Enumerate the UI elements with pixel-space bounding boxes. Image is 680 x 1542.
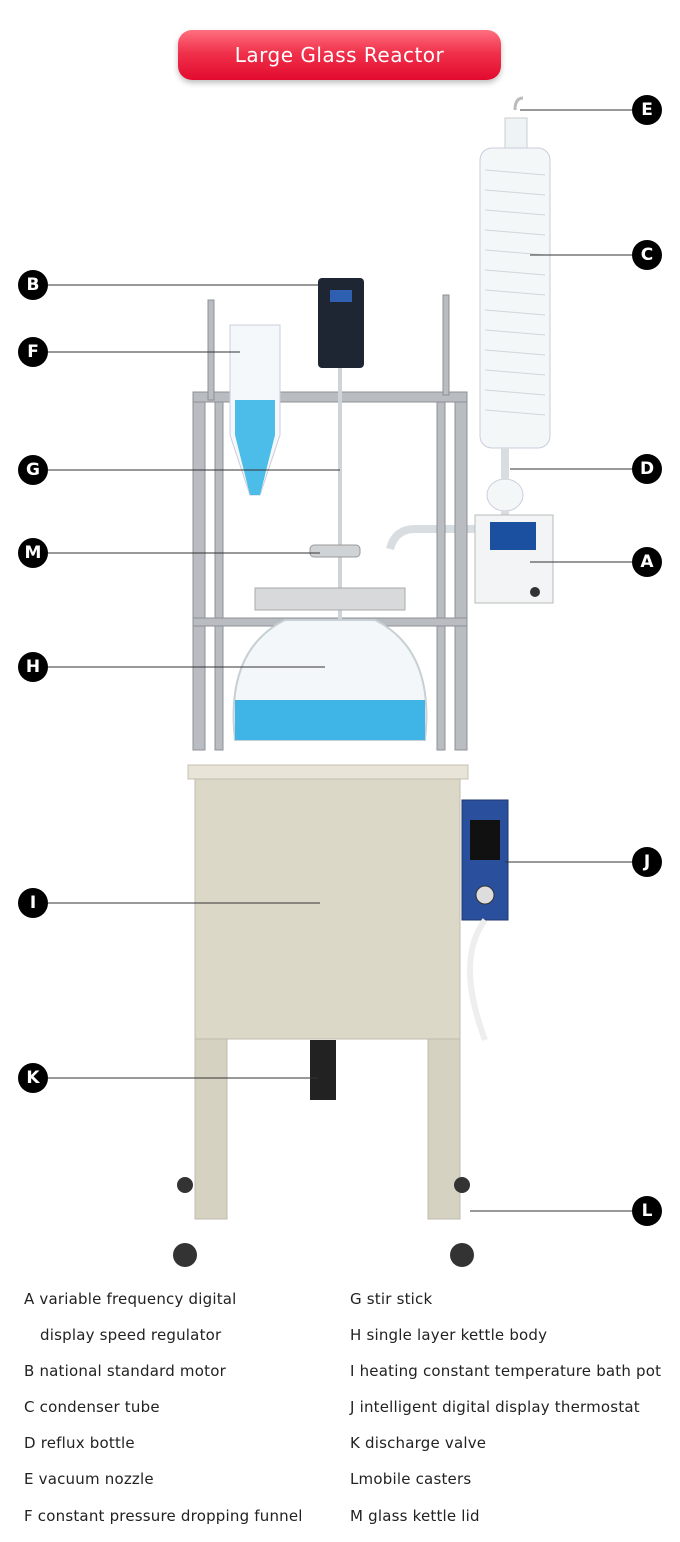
callout-d: D	[632, 454, 662, 484]
callout-m: M	[18, 538, 48, 568]
legend-item: D reflux bottle	[24, 1434, 135, 1452]
legend-item: M glass kettle lid	[350, 1507, 480, 1525]
legend-item: Lmobile casters	[350, 1470, 472, 1488]
callout-h: H	[18, 652, 48, 682]
callout-e: E	[632, 95, 662, 125]
callout-k: K	[18, 1063, 48, 1093]
legend-item: display speed regulator	[40, 1326, 222, 1344]
callout-i: I	[18, 888, 48, 918]
legend-item: G stir stick	[350, 1290, 433, 1308]
reactor-illustration	[48, 96, 632, 1267]
title-banner: Large Glass Reactor	[178, 30, 501, 80]
callout-b: B	[18, 270, 48, 300]
legend-item: K discharge valve	[350, 1434, 487, 1452]
legend-item: A variable frequency digital	[24, 1290, 237, 1308]
callout-f: F	[18, 337, 48, 367]
condenser-tube	[386, 96, 551, 551]
legend-item: C condenser tube	[24, 1398, 160, 1416]
legend-item: I heating constant temperature bath pot	[350, 1362, 662, 1380]
legend-item: H single layer kettle body	[350, 1326, 548, 1344]
legend-item: F constant pressure dropping funnel	[24, 1507, 303, 1525]
callout-j: J	[632, 847, 662, 877]
legend-item: B national standard motor	[24, 1362, 226, 1380]
legend-item: E vacuum nozzle	[24, 1470, 154, 1488]
legend-item: J intelligent digital display thermostat	[350, 1398, 640, 1416]
callout-g: G	[18, 455, 48, 485]
callout-l: L	[632, 1196, 662, 1226]
callout-a: A	[632, 547, 662, 577]
callout-c: C	[632, 240, 662, 270]
